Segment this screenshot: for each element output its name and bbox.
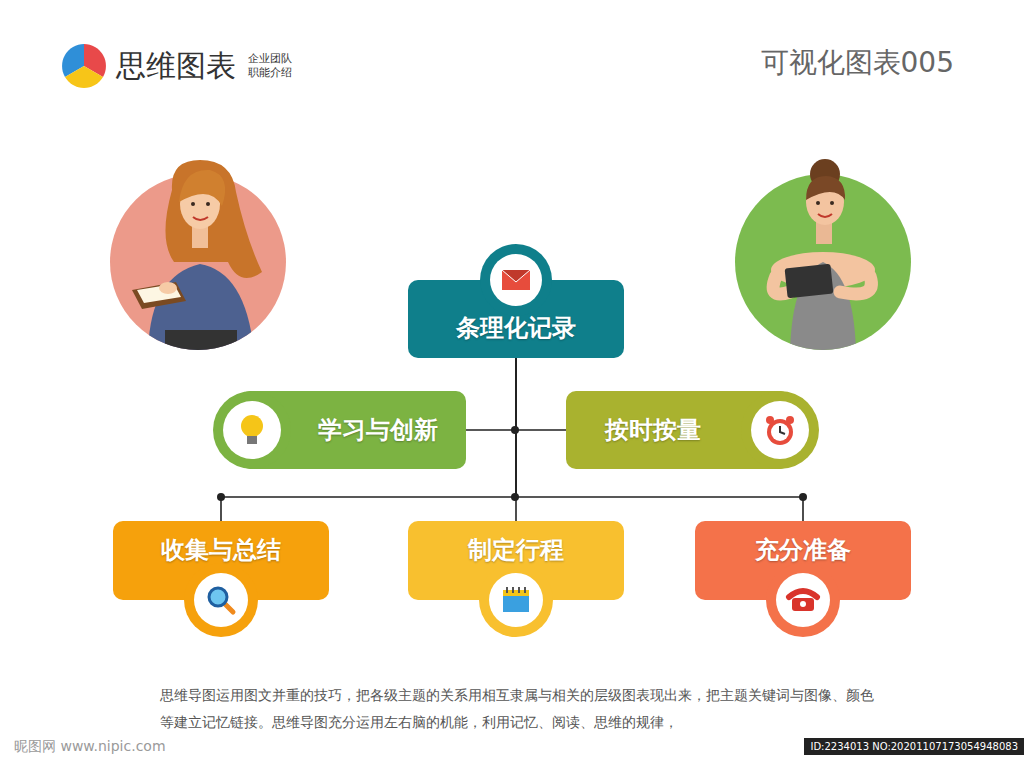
icon-bump (766, 563, 840, 637)
envelope-icon (502, 270, 530, 290)
junction-dot (511, 426, 519, 434)
hand (159, 282, 177, 294)
calendar-ring (518, 587, 520, 593)
hair (806, 176, 845, 200)
calendar-ring (506, 587, 508, 593)
tablet (785, 264, 834, 299)
bulb-base (247, 436, 257, 444)
watermark-id: ID:2234013 NO:20201107173054948083 (804, 738, 1024, 755)
watermark: 昵图网 www.nipic.com (14, 738, 166, 756)
bulb-icon (241, 415, 263, 437)
chart-title: 可视化图表005 (761, 44, 954, 82)
hair-bangs (179, 170, 225, 206)
icon-bump (213, 391, 291, 469)
process-box: 收集与总结 (113, 521, 329, 600)
icon-bump (479, 563, 553, 637)
process-box: 按时按量 (566, 391, 790, 469)
mouth (193, 217, 208, 220)
logo-subtitle: 企业团队 职能介绍 (248, 52, 300, 80)
process-box: 制定行程 (408, 521, 624, 600)
calendar-icon (503, 590, 529, 612)
phone-icon (792, 598, 814, 611)
eye (816, 201, 820, 205)
calendar-ring (512, 587, 514, 593)
icon-bump (741, 391, 819, 469)
process-box: 充分准备 (695, 521, 911, 600)
mouth (818, 214, 832, 217)
box-label: 按时按量 (605, 414, 701, 446)
process-box: 条理化记录 (408, 280, 624, 358)
junction-dot (217, 493, 225, 501)
connector-line (516, 358, 566, 430)
eye (830, 201, 834, 205)
clock-icon (767, 419, 793, 445)
box-label: 制定行程 (468, 534, 564, 566)
junction-dot (511, 493, 519, 501)
calendar-ring (524, 587, 526, 593)
eye (206, 202, 210, 206)
box-label: 条理化记录 (456, 312, 576, 344)
icon-disc (194, 573, 248, 627)
logo-segment (65, 66, 103, 88)
caption: 思维导图运用图文并重的技巧，把各级主题的关系用相互隶属与相关的层级图表现出来，把… (160, 682, 884, 736)
notebook (132, 282, 186, 309)
icon-bump (480, 244, 552, 316)
box-label: 学习与创新 (318, 414, 438, 446)
envelope-flap (502, 270, 530, 282)
skirt (165, 330, 237, 360)
phone-handset (789, 591, 817, 597)
icon-disc (490, 254, 542, 306)
box-label: 充分准备 (755, 534, 851, 566)
connector-line (466, 358, 516, 430)
box-label: 收集与总结 (161, 534, 281, 566)
arm (840, 276, 871, 294)
logo-text: 思维图表 (116, 46, 236, 87)
icon-bump (184, 563, 258, 637)
junction-dot (799, 493, 807, 501)
icon-disc (489, 573, 543, 627)
magnifier-icon (209, 588, 227, 606)
phone-dial (800, 601, 806, 607)
clock-hands (780, 426, 785, 434)
neck (816, 222, 832, 244)
icon-disc (223, 401, 281, 459)
clock-face (771, 423, 789, 441)
woman-figure (771, 159, 875, 352)
connector-line (221, 358, 516, 521)
woman-figure (132, 160, 262, 360)
process-box: 学习与创新 (240, 391, 466, 469)
icon-disc (751, 401, 809, 459)
icon-disc (776, 573, 830, 627)
hair (165, 160, 262, 278)
eye (191, 202, 195, 206)
